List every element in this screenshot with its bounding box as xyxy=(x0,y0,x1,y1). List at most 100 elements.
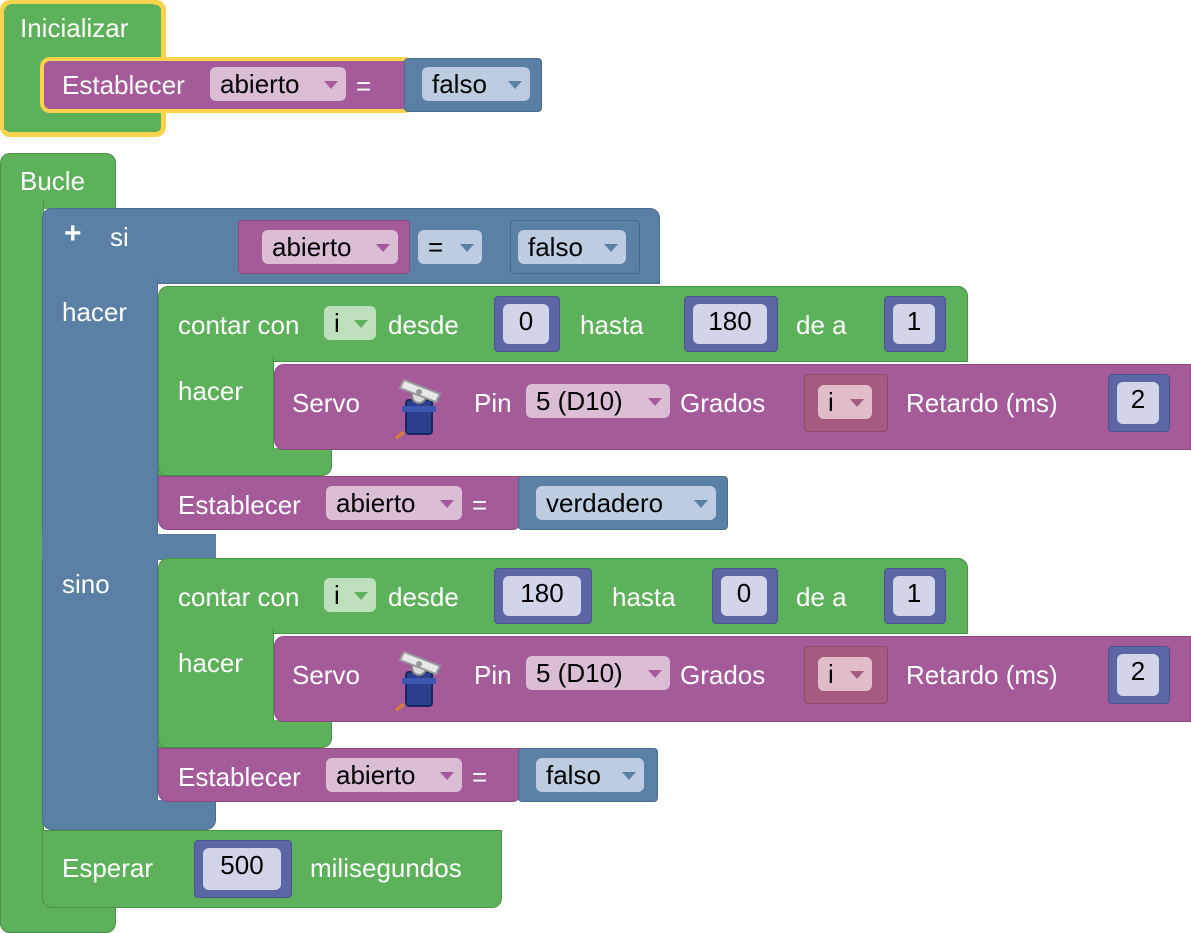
loop-block[interactable] xyxy=(0,153,116,209)
count2-do-label: hacer xyxy=(178,648,244,678)
count2-to-field[interactable]: 0 xyxy=(721,576,767,616)
chevron-down-icon xyxy=(354,320,368,328)
servo1-label: Servo xyxy=(292,388,360,418)
chevron-down-icon xyxy=(354,592,368,600)
set2-value-text: falso xyxy=(546,760,601,790)
count1-by-field[interactable]: 1 xyxy=(893,304,935,344)
init-block-bottom xyxy=(4,112,160,132)
set1-var-dropdown[interactable]: abierto xyxy=(326,486,462,520)
set1-value-text: verdadero xyxy=(546,488,664,518)
servo1-deg-dropdown[interactable]: i xyxy=(818,385,872,419)
servo1-deg-text: i xyxy=(828,387,834,417)
servo1-pin-dropdown[interactable]: 5 (D10) xyxy=(526,384,670,418)
servo1-delay-field[interactable]: 2 xyxy=(1117,382,1159,424)
wait-value-block[interactable]: 500 xyxy=(194,840,292,898)
servo2-label: Servo xyxy=(292,660,360,690)
servo1-pin-text: 5 (D10) xyxy=(536,386,623,416)
count2-bottom xyxy=(158,720,332,748)
if-op-text: = xyxy=(428,232,444,262)
set2-eq: = xyxy=(472,762,488,792)
servo2-pin-label: Pin xyxy=(474,660,512,690)
servo1-delay-block[interactable]: 2 xyxy=(1108,374,1170,432)
count1-to-block[interactable]: 180 xyxy=(684,296,778,352)
servo1-block[interactable] xyxy=(274,364,1191,450)
servo-motor-icon xyxy=(395,650,442,712)
chevron-down-icon xyxy=(850,671,864,679)
count2-var-text: i xyxy=(334,580,340,610)
count1-from-field[interactable]: 0 xyxy=(503,304,549,344)
count2-by-label: de a xyxy=(796,582,847,612)
do-label: hacer xyxy=(62,297,128,327)
loop-label: Bucle xyxy=(20,166,86,196)
wait-unit-label: milisegundos xyxy=(310,853,462,883)
count1-block[interactable] xyxy=(158,286,968,362)
set2-var-dropdown[interactable]: abierto xyxy=(326,758,462,792)
init-block[interactable] xyxy=(4,4,160,56)
init-value-text: falso xyxy=(432,69,487,99)
count2-to-label: hasta xyxy=(612,582,676,612)
count2-from-block[interactable]: 180 xyxy=(494,568,592,624)
if-var-dropdown[interactable]: abierto xyxy=(262,230,398,264)
if-block-mid xyxy=(42,534,216,560)
loop-block-spine xyxy=(0,200,44,933)
count2-var-dropdown[interactable]: i xyxy=(324,578,376,612)
count1-from-label: desde xyxy=(388,310,459,340)
count2-by-field[interactable]: 1 xyxy=(893,576,935,616)
chevron-down-icon xyxy=(648,398,662,406)
if-op-dropdown[interactable]: = xyxy=(418,230,482,264)
servo-motor-icon xyxy=(395,378,442,440)
chevron-down-icon xyxy=(694,500,708,508)
servo2-deg-label: Grados xyxy=(680,660,766,690)
set1-label: Establecer xyxy=(178,490,301,520)
count1-from-block[interactable]: 0 xyxy=(494,296,560,352)
if-block-bottom xyxy=(42,800,216,830)
count1-by-block[interactable]: 1 xyxy=(884,296,946,352)
servo2-deg-text: i xyxy=(828,659,834,689)
count1-bottom xyxy=(158,448,332,476)
else-label: sino xyxy=(62,569,110,599)
init-set-label: Establecer xyxy=(62,70,185,100)
if-value-dropdown[interactable]: falso xyxy=(518,230,626,264)
set1-value-dropdown[interactable]: verdadero xyxy=(536,486,716,520)
count1-to-field[interactable]: 180 xyxy=(693,304,767,344)
count2-by-block[interactable]: 1 xyxy=(884,568,946,624)
count2-to-block[interactable]: 0 xyxy=(712,568,778,624)
set2-var-text: abierto xyxy=(336,760,416,790)
set1-var-text: abierto xyxy=(336,488,416,518)
count2-from-label: desde xyxy=(388,582,459,612)
count1-by-label: de a xyxy=(796,310,847,340)
chevron-down-icon xyxy=(440,772,454,780)
count2-from-field[interactable]: 180 xyxy=(503,576,581,616)
servo2-delay-label: Retardo (ms) xyxy=(906,660,1058,690)
servo2-delay-field[interactable]: 2 xyxy=(1117,654,1159,696)
servo2-pin-text: 5 (D10) xyxy=(536,658,623,688)
count2-label: contar con xyxy=(178,582,300,612)
servo2-pin-dropdown[interactable]: 5 (D10) xyxy=(526,656,670,690)
chevron-down-icon xyxy=(604,244,618,252)
chevron-down-icon xyxy=(508,81,522,89)
set2-label: Establecer xyxy=(178,762,301,792)
count1-var-dropdown[interactable]: i xyxy=(324,306,376,340)
wait-label: Esperar xyxy=(62,853,154,883)
if-value-text: falso xyxy=(528,232,583,262)
chevron-down-icon xyxy=(460,244,474,252)
chevron-down-icon xyxy=(850,399,864,407)
if-label: si xyxy=(110,222,129,252)
init-value-dropdown[interactable]: falso xyxy=(422,67,530,101)
chevron-down-icon xyxy=(440,500,454,508)
if-var-text: abierto xyxy=(272,232,352,262)
init-var-text: abierto xyxy=(220,69,300,99)
set2-value-dropdown[interactable]: falso xyxy=(536,758,644,792)
servo1-pin-label: Pin xyxy=(474,388,512,418)
count1-do-label: hacer xyxy=(178,376,244,406)
wait-value-field[interactable]: 500 xyxy=(203,848,281,890)
servo2-delay-block[interactable]: 2 xyxy=(1108,646,1170,704)
plus-icon[interactable]: + xyxy=(64,217,82,250)
loop-block-bottom xyxy=(0,905,116,933)
init-var-dropdown[interactable]: abierto xyxy=(210,67,346,101)
servo1-delay-label: Retardo (ms) xyxy=(906,388,1058,418)
init-eq: = xyxy=(356,71,372,101)
servo2-deg-dropdown[interactable]: i xyxy=(818,657,872,691)
count1-var-text: i xyxy=(334,308,340,338)
count1-to-label: hasta xyxy=(580,310,644,340)
